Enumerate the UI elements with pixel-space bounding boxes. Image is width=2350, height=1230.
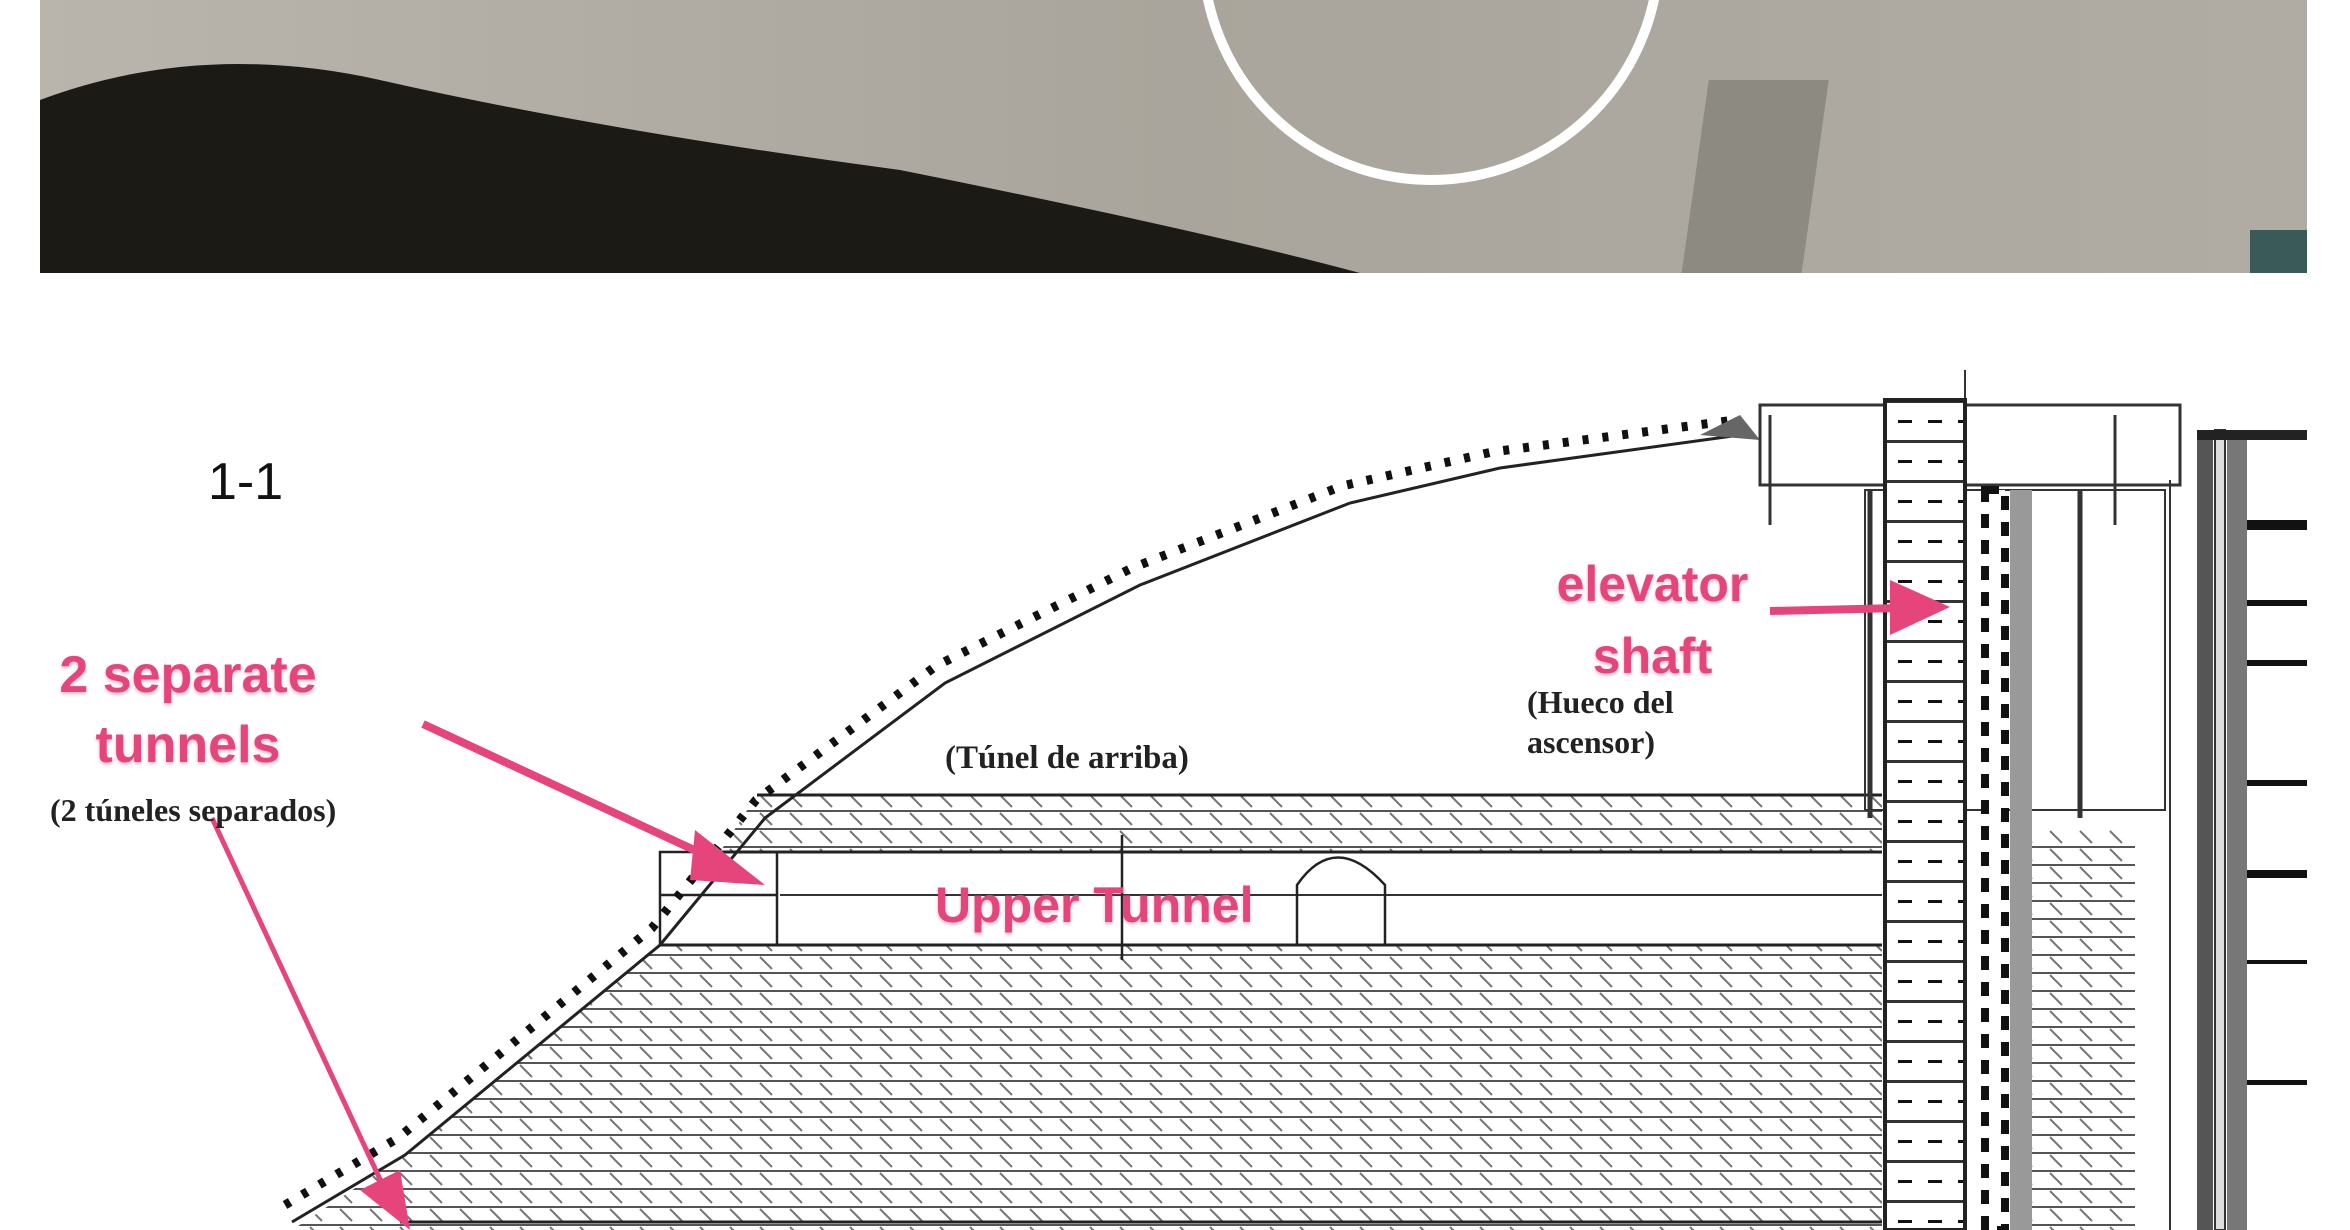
upper-tunnel-label: Upper Tunnel: [935, 877, 1254, 933]
elevator-shaft-spanish: (Hueco del ascensor): [1527, 682, 1674, 762]
elevator-shaft-spanish-line1: (Hueco del: [1527, 684, 1674, 720]
upper-tunnel-drawing: [658, 835, 1387, 960]
right-column-drawing: [2197, 429, 2307, 1230]
separate-tunnels-line2: tunnels: [95, 716, 281, 774]
elevator-shaft-spanish-line2: ascensor): [1527, 724, 1655, 760]
elevator-shaft-drawing: [1883, 398, 2171, 1230]
arrow-upper-tunnel: [421, 720, 765, 885]
separate-tunnels-line1: 2 separate: [59, 646, 317, 704]
aerial-photo: [40, 0, 2307, 273]
separate-tunnels-spanish: (2 túneles separados): [50, 792, 337, 828]
elevator-shaft-line1: elevator: [1556, 556, 1749, 612]
shaft-top-structure: [1758, 370, 2182, 818]
elevator-shaft-line2: shaft: [1592, 628, 1713, 684]
upper-tunnel-spanish: (Túnel de arriba): [945, 740, 1189, 776]
annotation-arrows: [209, 580, 1950, 1230]
section-label: 1-1: [208, 453, 284, 511]
ground-section: [292, 793, 2135, 1230]
separate-tunnels-label: 2 separate tunnels: [48, 640, 328, 780]
highlight-circle: [1203, 0, 1659, 185]
elevator-shaft-label: elevator shaft: [1520, 548, 1785, 692]
slope-line: [282, 415, 1760, 1224]
arrow-elevator-shaft: [1769, 580, 1950, 635]
arrow-lower-tunnel: [209, 816, 410, 1230]
